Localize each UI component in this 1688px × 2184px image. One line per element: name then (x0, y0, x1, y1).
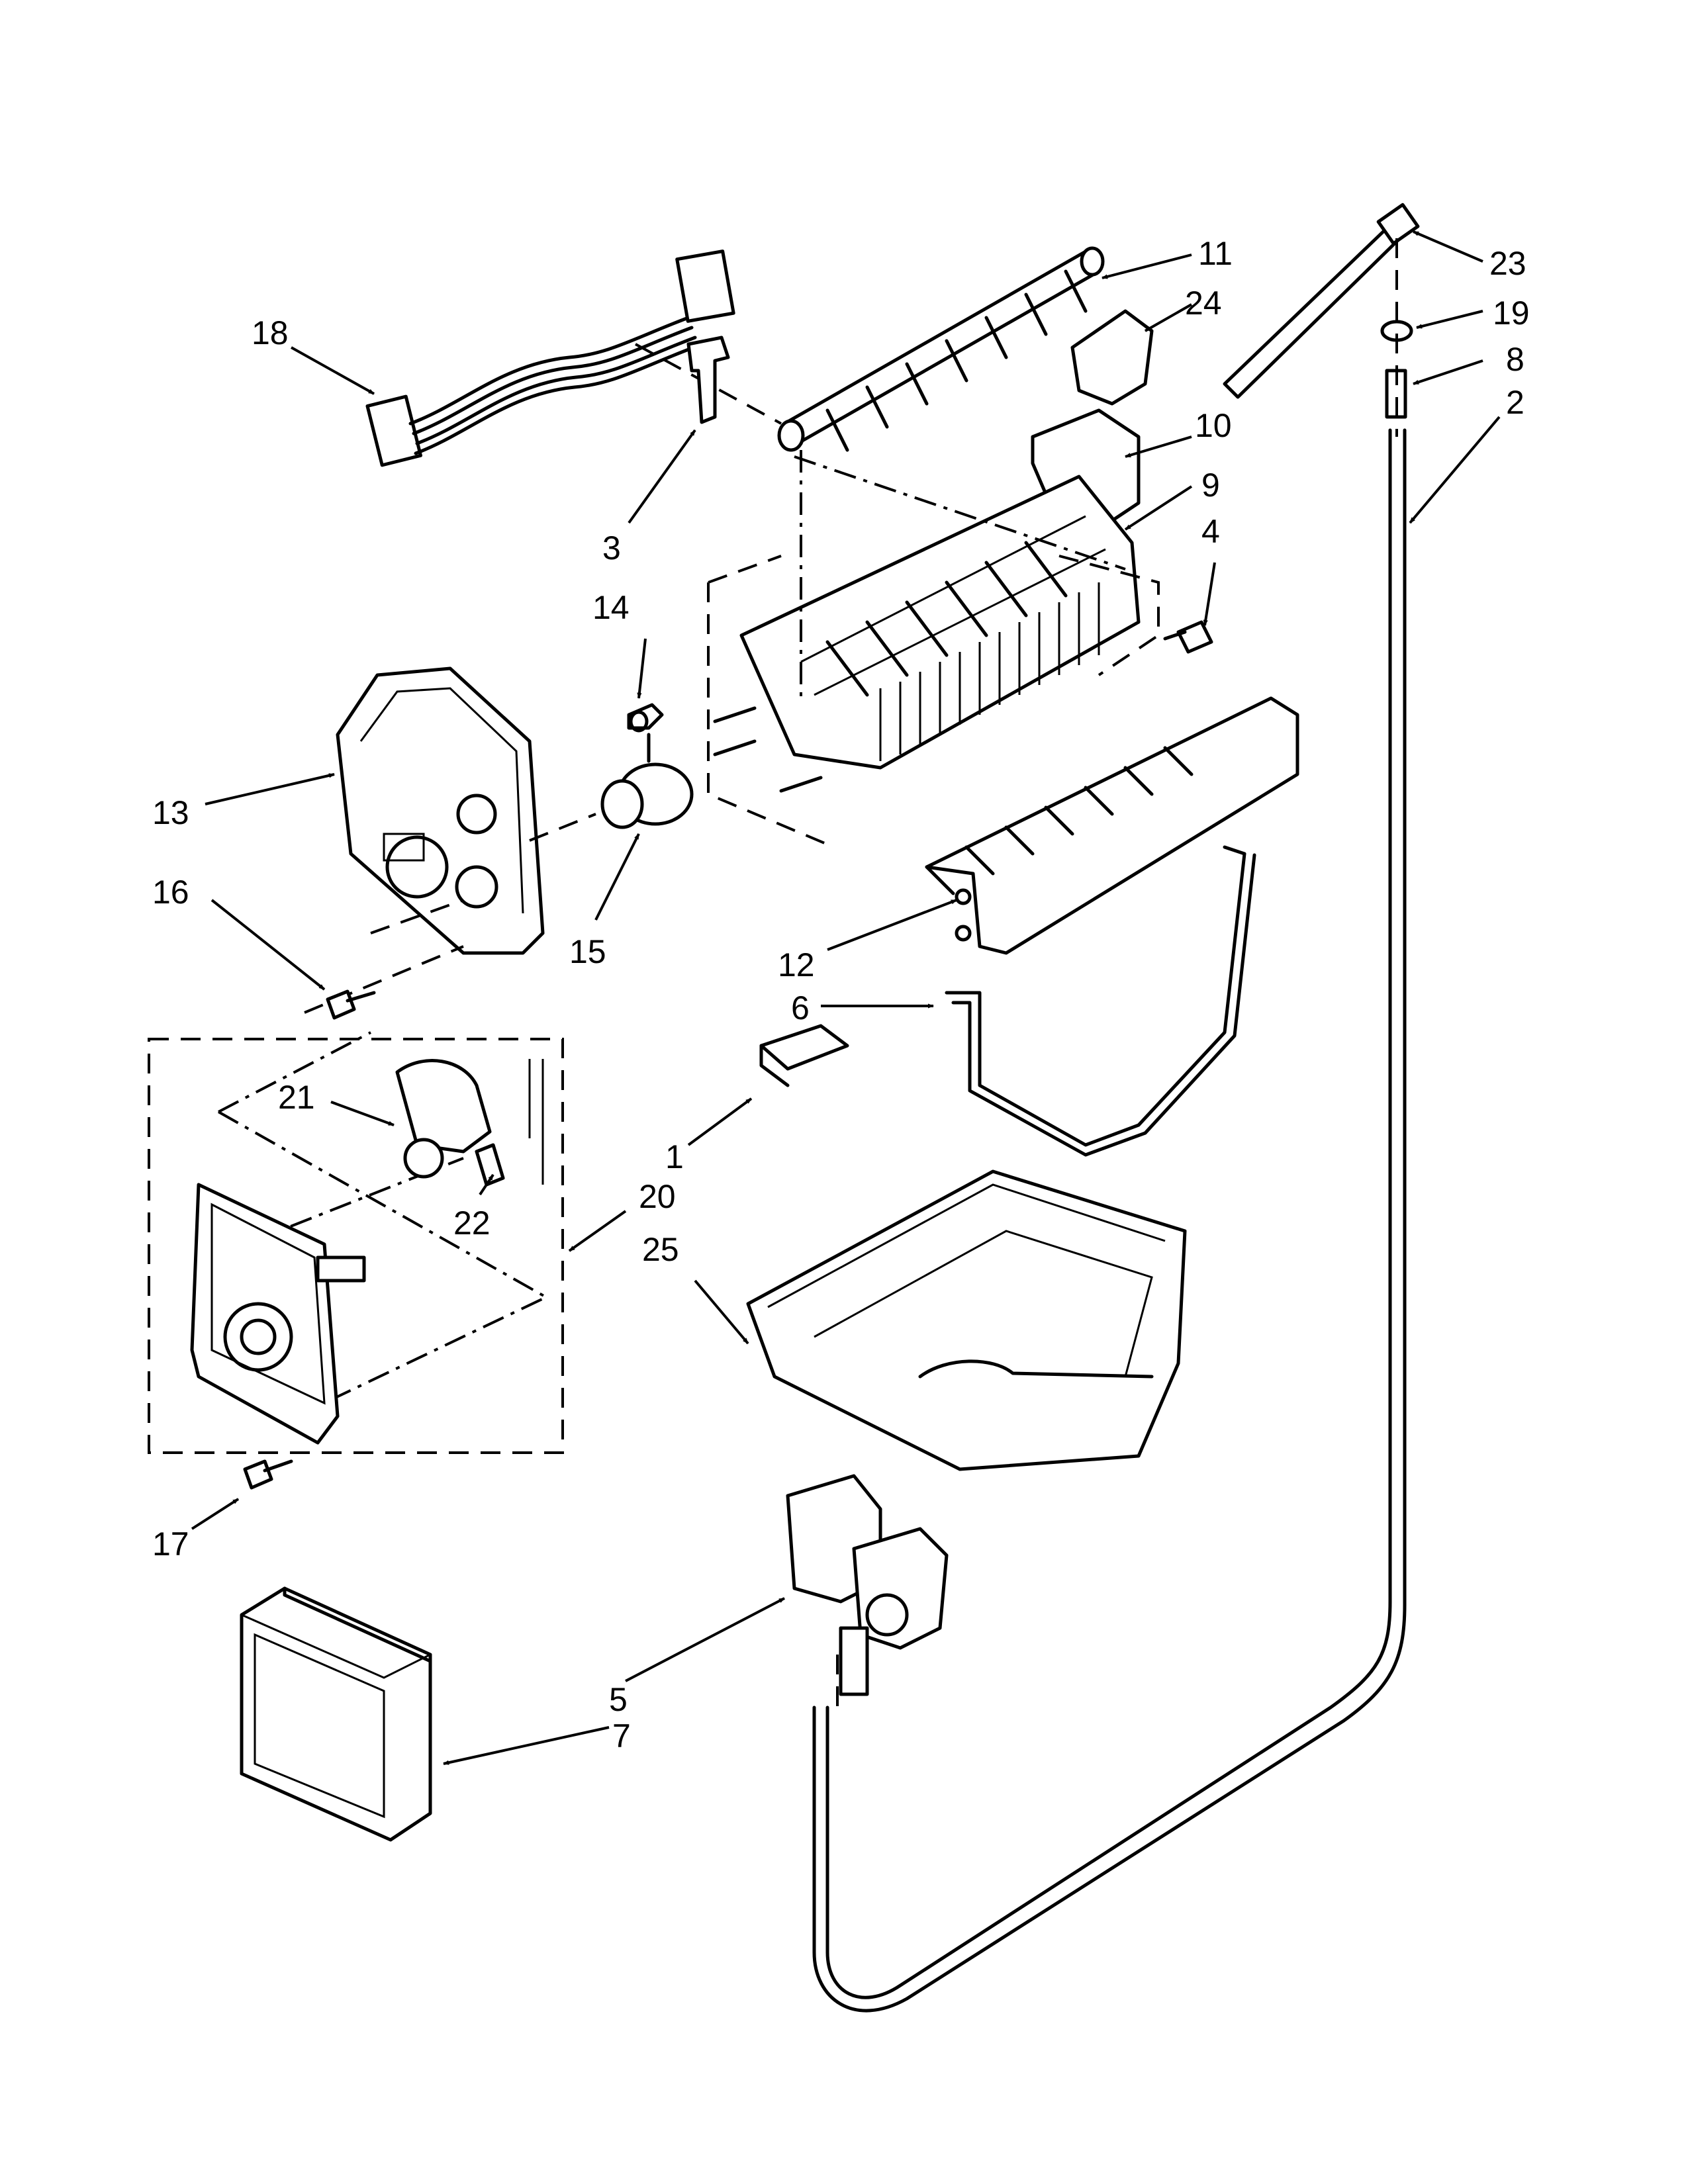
ice-mold-part (713, 475, 1141, 793)
water-valve-part (786, 1474, 949, 1707)
bail-arm-part (945, 845, 1256, 1157)
callout-8: 8 (1506, 341, 1524, 378)
callout-5: 5 (609, 1681, 628, 1718)
clip-14-part (627, 703, 664, 733)
callout-16: 16 (152, 874, 189, 911)
ice-bucket-part (746, 1169, 1187, 1471)
bracket-1-part (759, 1024, 849, 1087)
screw-22-part (475, 1143, 505, 1187)
callout-14: 14 (592, 589, 630, 626)
ejector-part (777, 246, 1105, 452)
callout-20: 20 (639, 1178, 676, 1215)
fill-tube-part (1223, 203, 1420, 399)
callout-3: 3 (602, 529, 621, 567)
wire-harness-part (365, 250, 735, 467)
water-tube-part (812, 428, 1407, 2013)
callout-19: 19 (1493, 295, 1530, 332)
motor-part (395, 1059, 544, 1185)
callout-21: 21 (278, 1079, 315, 1116)
screw-16-part (326, 989, 376, 1020)
callout-23: 23 (1489, 245, 1526, 282)
callout-2: 2 (1506, 384, 1524, 421)
callout-24: 24 (1185, 285, 1222, 322)
callout-4: 4 (1201, 513, 1220, 550)
thermostat-part (600, 733, 694, 829)
callout-11: 11 (1198, 235, 1233, 272)
panel-part (240, 1586, 432, 1842)
screw-4-part (1163, 620, 1213, 654)
callout-7: 7 (612, 1717, 631, 1754)
callout-18: 18 (252, 314, 289, 351)
clip-part (686, 336, 730, 424)
callout-22: 22 (453, 1205, 491, 1242)
callout-25: 25 (642, 1231, 679, 1268)
motor-housing-part (336, 666, 545, 955)
screw-17-part (243, 1459, 293, 1490)
leader-lines (191, 230, 1501, 1765)
callout-13: 13 (152, 794, 189, 831)
callout-17: 17 (152, 1525, 189, 1563)
callout-9: 9 (1201, 467, 1220, 504)
module-plate-part (190, 1183, 366, 1445)
callout-15: 15 (569, 933, 606, 970)
callout-12: 12 (778, 946, 815, 983)
callout-labels: 18 3 14 11 24 10 9 4 13 16 15 12 6 21 1 … (152, 235, 1530, 1754)
callout-1: 1 (665, 1138, 684, 1175)
callout-6: 6 (791, 989, 810, 1026)
callout-10: 10 (1195, 407, 1232, 444)
cover-part (925, 696, 1299, 955)
